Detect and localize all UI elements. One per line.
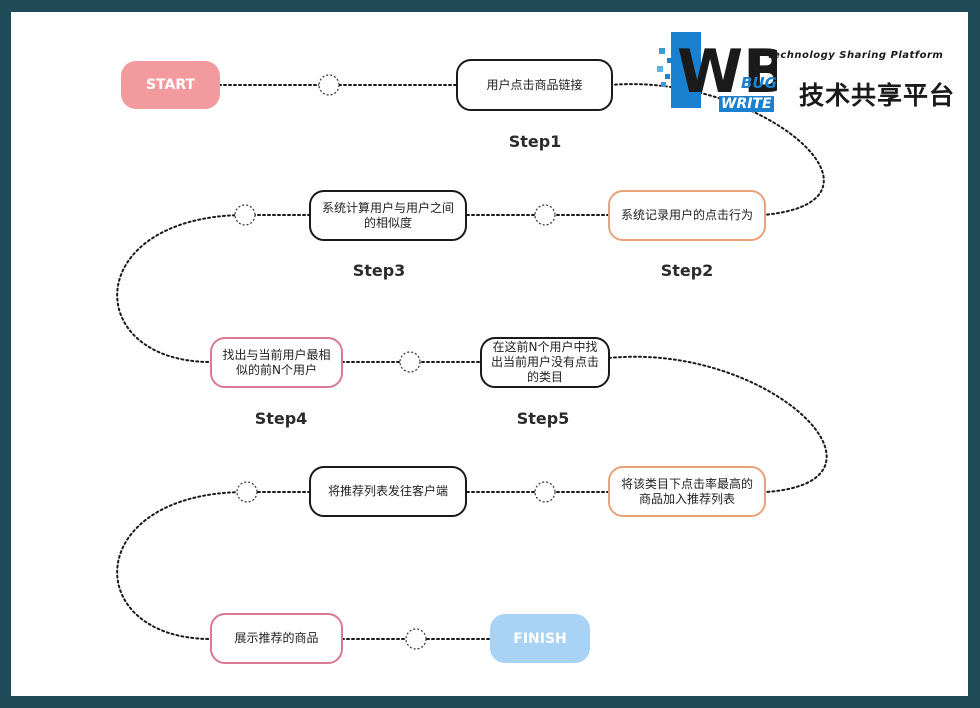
node-send-to-client: 将推荐列表发往客户端 (309, 466, 467, 517)
node-record-click: 系统记录用户的点击行为 (608, 190, 766, 241)
junction-dot (236, 481, 258, 503)
finish-pill: FINISH (490, 614, 590, 663)
node-find-unclicked-categories: 在这前N个用户中找出当前用户没有点击的类目 (480, 337, 610, 388)
node-add-top-products: 将该类目下点击率最高的商品加入推荐列表 (608, 466, 766, 517)
diagram-canvas: START 用户点击商品链接 系统记录用户的点击行为 系统计算用户与用户之间的相… (11, 12, 968, 696)
junction-dot (534, 481, 556, 503)
site-logo: WB Technology Sharing Platform BUG WRITE… (657, 18, 968, 118)
step-label-4: Step4 (254, 409, 308, 428)
step-label-5: Step5 (516, 409, 570, 428)
junction-dot (405, 628, 427, 650)
node-show-products: 展示推荐的商品 (210, 613, 343, 664)
junction-dot (318, 74, 340, 96)
junction-dot (234, 204, 256, 226)
logo-bug-text: BUG (741, 74, 777, 92)
logo-name: 技术共享平台 (799, 81, 956, 110)
flow-connectors (116, 74, 828, 650)
step-label-2: Step2 (660, 261, 714, 280)
node-find-top-n-users: 找出与当前用户最相似的前N个用户 (210, 337, 343, 388)
step-label-1: Step1 (508, 132, 562, 151)
node-compute-similarity: 系统计算用户与用户之间的相似度 (309, 190, 467, 241)
node-user-clicks-link: 用户点击商品链接 (456, 59, 613, 111)
junction-dot (399, 351, 421, 373)
connector-step7-to-step8 (116, 491, 311, 640)
logo-write-text: WRITE (719, 96, 774, 112)
connector-step5-to-step6 (608, 355, 828, 493)
wb-logo-icon: WB (657, 32, 777, 108)
connector-step3-to-step4 (116, 214, 311, 363)
logo-mark-text: WB (677, 37, 777, 107)
logo-tagline: Technology Sharing Platform (767, 50, 944, 61)
start-pill: START (121, 61, 220, 109)
step-label-3: Step3 (352, 261, 406, 280)
junction-dot (534, 204, 556, 226)
